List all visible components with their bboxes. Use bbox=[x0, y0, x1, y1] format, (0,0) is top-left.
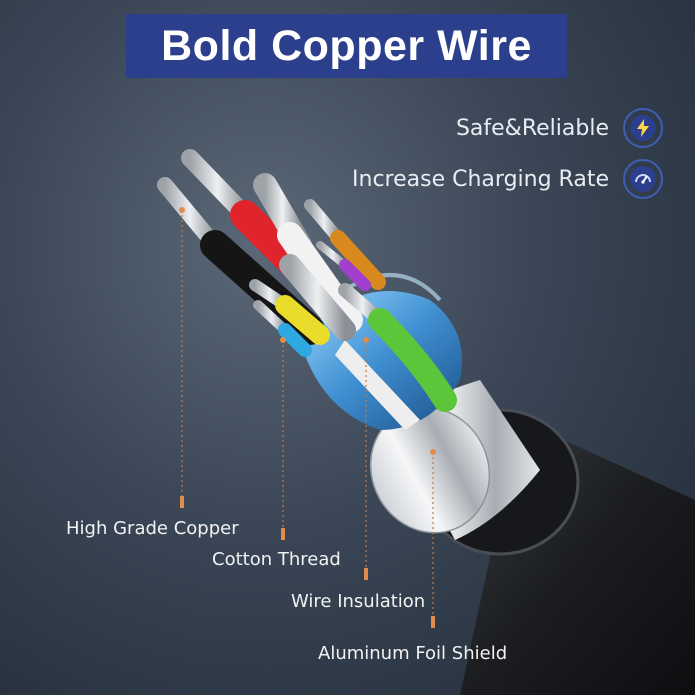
cotton-thread-core bbox=[335, 340, 420, 430]
label-cotton-thread: Cotton Thread bbox=[212, 549, 341, 570]
label-wire-insulation: Wire Insulation bbox=[291, 591, 426, 612]
green-wire bbox=[338, 283, 457, 412]
leader-line-insulation bbox=[363, 337, 369, 580]
yellow-wire bbox=[249, 279, 330, 345]
purple-wire bbox=[316, 241, 371, 291]
blue-wire bbox=[253, 300, 312, 357]
white-wire bbox=[253, 173, 363, 333]
speedometer-icon bbox=[623, 159, 663, 199]
label-high-grade-copper: High Grade Copper bbox=[66, 518, 239, 539]
lightning-bolt-icon bbox=[623, 108, 663, 148]
feature-safe-reliable: Safe&Reliable bbox=[455, 116, 609, 141]
leader-line-foil bbox=[430, 449, 436, 628]
label-aluminum-foil-shield: Aluminum Foil Shield bbox=[318, 643, 508, 664]
leader-line-copper bbox=[179, 207, 185, 508]
aluminum-foil-shield bbox=[369, 380, 540, 540]
title-banner: Bold Copper Wire bbox=[126, 14, 567, 78]
center-copper-wire bbox=[279, 254, 356, 341]
orange-wire bbox=[304, 199, 386, 290]
feature-charging-rate: Increase Charging Rate bbox=[352, 167, 609, 192]
leader-line-thread bbox=[280, 337, 286, 540]
title: Bold Copper Wire bbox=[161, 21, 532, 70]
